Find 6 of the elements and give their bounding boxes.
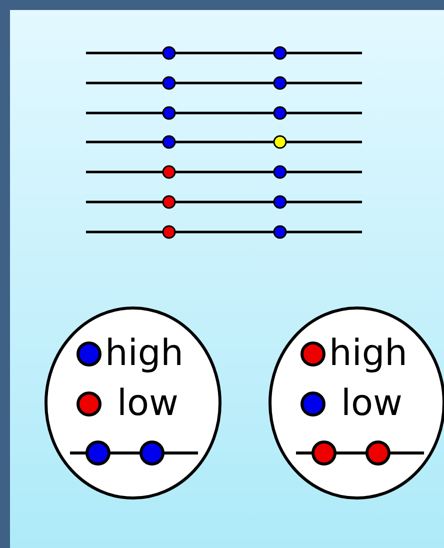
ellipse-key [269, 307, 444, 499]
low-label: low [341, 384, 402, 424]
low-label: low [117, 384, 178, 424]
ellipse-key [45, 307, 221, 499]
high-label: high [329, 334, 408, 374]
high-label: high [105, 334, 184, 374]
